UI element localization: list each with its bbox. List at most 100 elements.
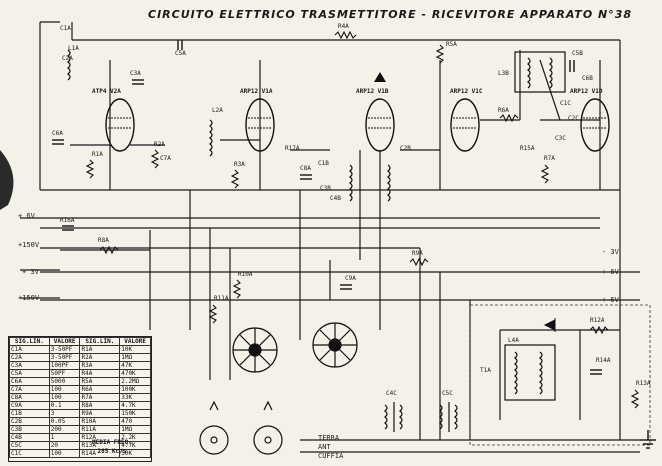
table-cell: C6A	[9, 377, 50, 386]
component-label: R7A	[544, 155, 555, 162]
component-label: C5C	[442, 390, 453, 397]
table-header: VALORE	[119, 337, 151, 346]
component-label: L4A	[508, 337, 519, 344]
transformer-l3b	[514, 51, 566, 93]
valve-v1c	[450, 98, 480, 152]
component-label: C5A	[175, 50, 186, 57]
component-label: R11A	[214, 295, 229, 302]
table-cell: C5C	[9, 441, 50, 450]
table-cell: R8A	[79, 401, 121, 410]
transformer-l4a	[504, 344, 556, 401]
table-cell: R4A	[79, 369, 121, 378]
table-cell: 3	[48, 409, 81, 418]
table-cell: C3A	[9, 361, 50, 370]
switch-wafer-2	[312, 322, 358, 368]
table-cell: C1A	[9, 345, 50, 354]
transformer-t2a	[439, 402, 458, 432]
table-cell: 1MΩ	[119, 353, 151, 362]
component-label: R5A	[446, 41, 457, 48]
table-cell: 50K	[119, 449, 151, 458]
valve-v1d	[580, 98, 610, 152]
component-label: R1A	[92, 151, 103, 158]
table-cell: C5A	[9, 369, 50, 378]
component-label: R8A	[98, 237, 109, 244]
table-cell: 5000	[48, 377, 81, 386]
component-label: R3A	[234, 161, 245, 168]
table-cell: R6A	[79, 385, 121, 394]
table-header: SIG.LIN.	[9, 337, 50, 346]
table-cell: R1A	[79, 345, 121, 354]
component-label: C4B	[330, 195, 341, 202]
component-label: C7A	[160, 155, 171, 162]
table-cell: C7A	[9, 385, 50, 394]
rail-label-5: - 3V	[602, 248, 619, 256]
component-label: L2A	[212, 107, 223, 114]
rail-label-7: + 6V	[602, 296, 619, 304]
component-label: C5B	[572, 50, 583, 57]
table-cell: 150K	[119, 409, 151, 418]
component-label: R2A	[154, 141, 165, 148]
tube-label-v1b: ARP12 V1B	[356, 88, 389, 95]
table-cell: 20	[48, 441, 81, 450]
tube-label-v1d: ARP12 V1D	[570, 88, 603, 95]
table-cell: 1	[48, 433, 81, 442]
component-label: C6A	[52, 130, 63, 137]
component-label: R15A	[520, 145, 535, 152]
coil-if-v1b	[349, 164, 391, 202]
component-label: C3A	[130, 70, 141, 77]
terminal-terra: TERRA	[318, 434, 340, 442]
table-cell: 100	[48, 449, 81, 458]
component-label: T1A	[480, 367, 491, 374]
rail-label-3: + 3V	[22, 268, 39, 276]
table-cell: 50PF	[48, 369, 81, 378]
table-cell: 200	[48, 425, 81, 434]
table-header: SIG.LIN.	[79, 337, 121, 346]
table-cell: 0.05	[48, 417, 81, 426]
component-label: C8A	[300, 165, 311, 172]
table-cell: R14A	[79, 449, 121, 458]
if-frequency-value: 285 Kc/s	[97, 448, 127, 455]
component-label: C3C	[555, 135, 566, 142]
table-cell: 10K	[119, 345, 151, 354]
paper-fold-shadow	[0, 150, 14, 210]
table-cell: 47K	[119, 361, 151, 370]
component-label: C2A	[62, 55, 73, 62]
component-label: R16A	[60, 217, 75, 224]
rail-label-4: +150V	[18, 294, 40, 302]
table-cell: 2.2MΩ	[119, 377, 151, 386]
coil-l1a	[67, 49, 71, 81]
table-cell: C2B	[9, 417, 50, 426]
coil-l2a	[209, 119, 213, 157]
table-cell: R11A	[79, 425, 121, 434]
rail-label-2: +150V	[18, 241, 40, 249]
socket-atp4	[199, 400, 229, 455]
tube-label-v1c: ARP12 V1C	[450, 88, 483, 95]
component-label: R12A	[590, 317, 605, 324]
rail-label-6: + 6V	[602, 268, 619, 276]
table-cell: 1MΩ	[119, 425, 151, 434]
switch-wafer-1	[232, 327, 278, 373]
table-cell: 470	[119, 417, 151, 426]
terminal-ant: ANT	[318, 443, 331, 451]
table-cell: 0.1	[48, 401, 81, 410]
component-label: R6A	[498, 107, 509, 114]
table-cell: R2A	[79, 353, 121, 362]
valve-v2a	[105, 98, 135, 152]
table-cell: C4B	[9, 433, 50, 442]
if-frequency-label: MEDIA FREQ.	[92, 439, 132, 446]
terminal-cuffia: CUFFIA	[318, 452, 344, 460]
component-label: C1C	[560, 100, 571, 107]
component-label: L1A	[68, 45, 79, 52]
tube-label-v1a: ARP12 V1A	[240, 88, 273, 95]
table-cell: 100PF	[48, 361, 81, 370]
